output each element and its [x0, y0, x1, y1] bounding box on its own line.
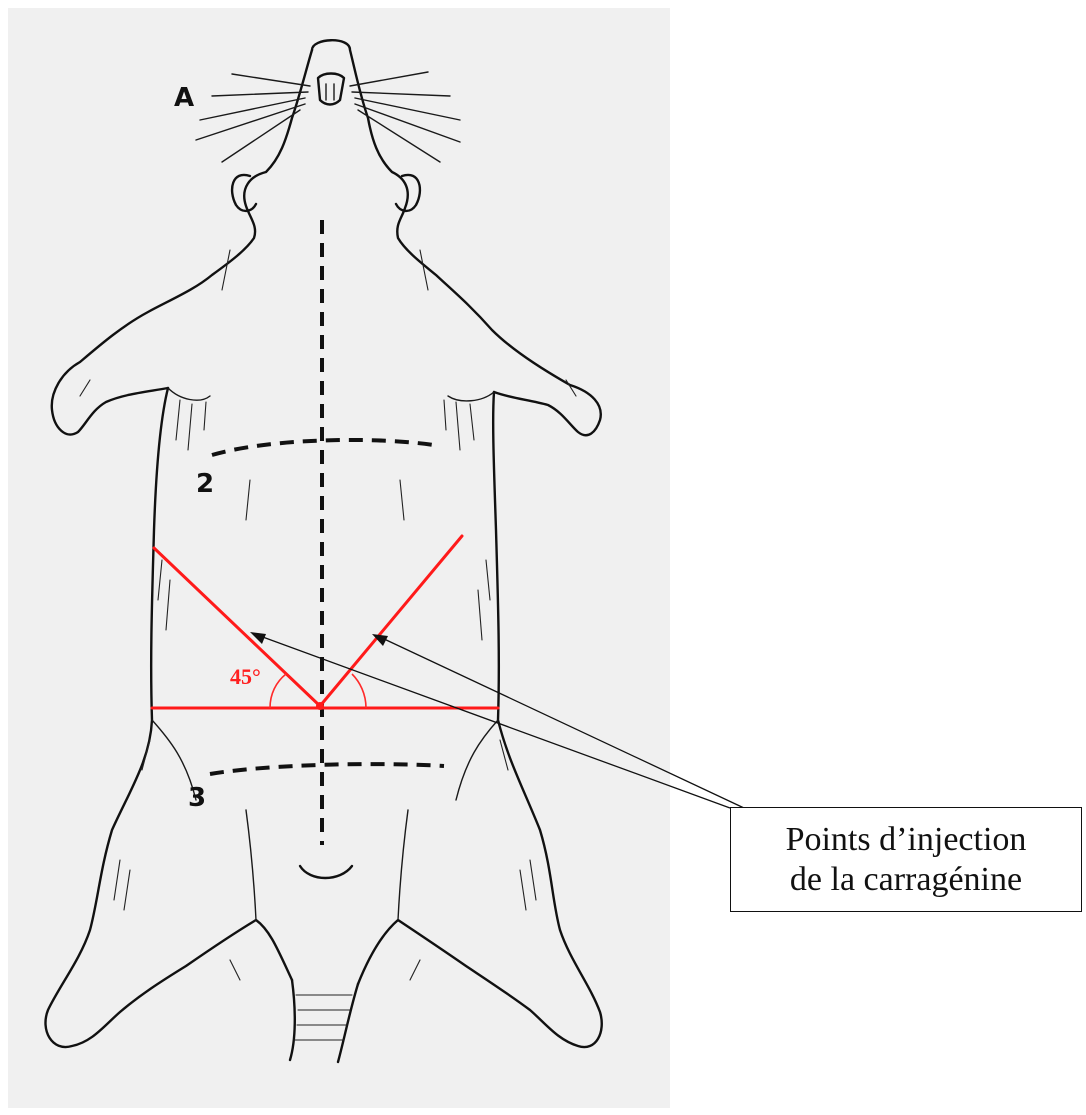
injection-points-caption: Points d’injection de la carragénine: [730, 807, 1082, 912]
incision-label-2: 2: [196, 469, 214, 499]
injection-vertex: [316, 702, 324, 710]
angle-label: 45°: [230, 664, 261, 689]
panel-letter: A: [174, 83, 194, 113]
paper-background: [8, 8, 670, 1108]
incision-label-3: 3: [188, 783, 206, 813]
caption-line-2: de la carragénine: [790, 860, 1022, 900]
caption-line-1: Points d’injection: [786, 820, 1027, 860]
